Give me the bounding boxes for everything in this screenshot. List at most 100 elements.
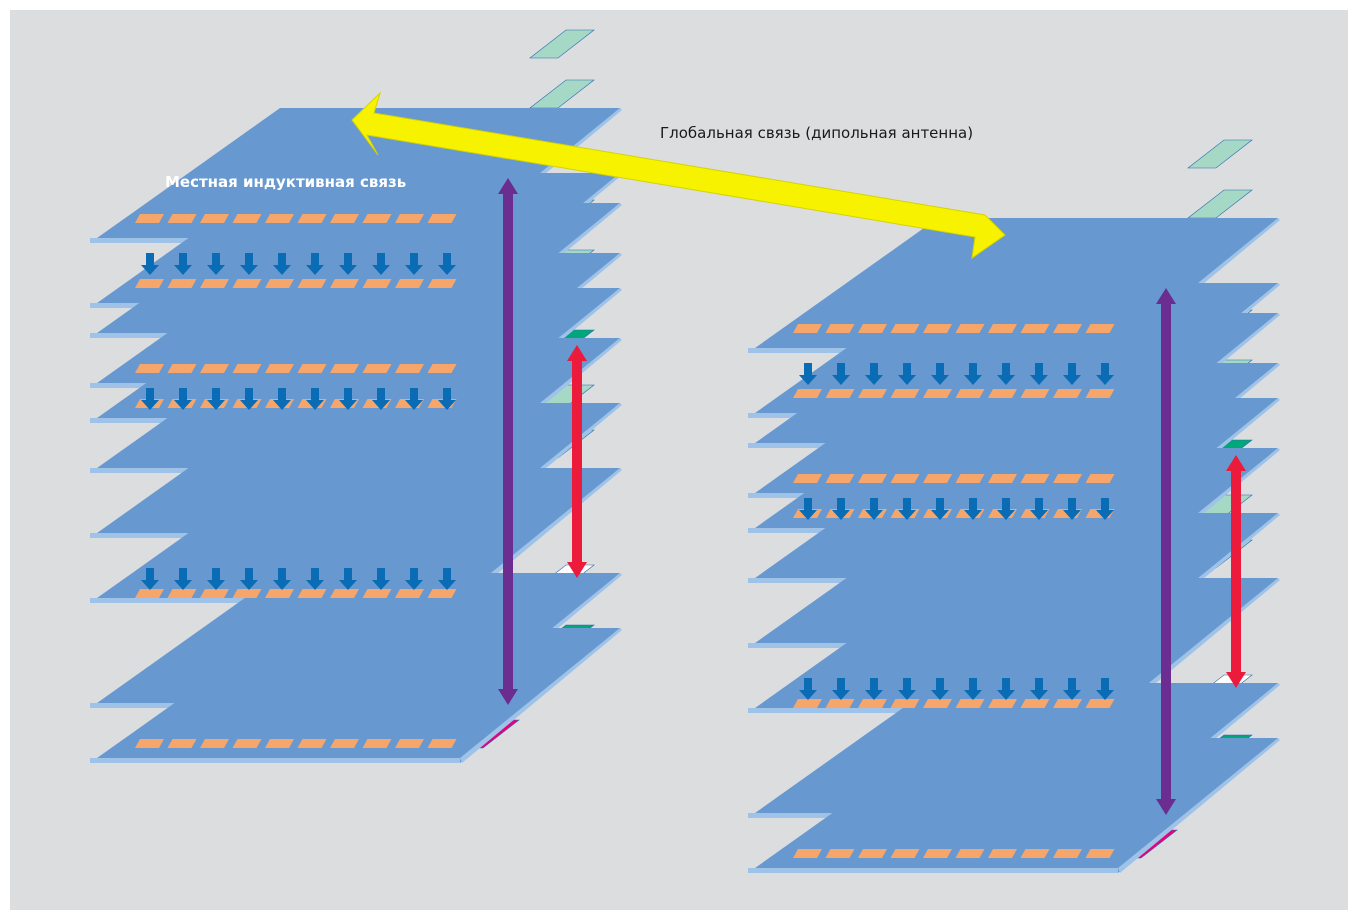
inductor-pad <box>1053 324 1082 333</box>
inductor-pad <box>955 324 985 333</box>
inductor-pad <box>330 739 359 748</box>
inductive-coupling-arrow <box>799 498 817 520</box>
inductor-pad <box>297 739 327 748</box>
inductor-pad <box>362 279 392 288</box>
purple-vertical-arrow-right-head-bottom <box>1156 799 1176 815</box>
inductor-pad <box>330 589 359 598</box>
chip-stack-right <box>748 139 1280 873</box>
inductor-pad <box>825 849 855 858</box>
inductive-coupling-arrow <box>372 253 390 275</box>
inductor-pad <box>955 474 985 483</box>
inductor-pad <box>793 389 822 398</box>
purple-vertical-arrow-head-top <box>498 178 518 194</box>
inductor-pad <box>825 389 855 398</box>
inductor-pad <box>1053 849 1082 858</box>
inductive-coupling-arrow <box>240 388 258 410</box>
inductive-coupling-arrow <box>339 253 357 275</box>
inductive-coupling-arrow <box>1030 498 1048 520</box>
inductor-pad <box>825 324 855 333</box>
inductive-coupling-arrow <box>207 253 225 275</box>
inductor-pad <box>890 849 920 858</box>
global-dipole-arrow <box>351 91 1006 260</box>
inductor-pad <box>427 739 457 748</box>
purple-vertical-arrow-right-head-top <box>1156 288 1176 304</box>
inductor-pad <box>395 214 424 223</box>
inductor-pad <box>135 364 164 373</box>
inductive-coupling-arrow <box>207 388 225 410</box>
purple-vertical-arrow-right-shaft <box>1161 302 1171 801</box>
inductor-pad <box>135 279 164 288</box>
inductor-pad <box>858 849 887 858</box>
red-vertical-arrow-shaft <box>572 359 582 564</box>
inductor-pad <box>427 589 457 598</box>
chip-plate <box>90 468 620 603</box>
inductor-pad <box>330 279 359 288</box>
inductive-coupling-arrow <box>964 498 982 520</box>
inductor-pad <box>955 849 985 858</box>
inductive-coupling-arrow <box>964 363 982 385</box>
inductive-coupling-arrow <box>865 363 883 385</box>
inductor-pad <box>427 214 457 223</box>
inductive-coupling-arrow <box>1030 363 1048 385</box>
inductor-pad <box>988 849 1017 858</box>
inductor-pad <box>265 589 294 598</box>
inductor-pad <box>923 389 952 398</box>
inductive-coupling-arrow <box>931 498 949 520</box>
inductive-coupling-arrow <box>405 253 423 275</box>
inductor-pad <box>167 739 197 748</box>
inductor-pad <box>825 699 855 708</box>
chip-plate <box>90 628 620 763</box>
inductor-pad <box>135 589 164 598</box>
chip-plate-side <box>1118 738 1280 873</box>
inductor-pad <box>1085 699 1115 708</box>
inductor-pad <box>988 474 1017 483</box>
inductor-pad <box>167 214 197 223</box>
inductor-pad <box>265 739 294 748</box>
coupling-arrows <box>351 91 1246 815</box>
inductor-pad <box>858 324 887 333</box>
inductor-pad <box>135 739 164 748</box>
inductor-pad <box>395 589 424 598</box>
inductor-pad <box>232 279 262 288</box>
local-coupling-label: Местная индуктивная связь <box>165 173 406 191</box>
inductive-coupling-arrow <box>372 388 390 410</box>
inductor-pad <box>200 279 229 288</box>
inductive-coupling-arrow <box>964 678 982 700</box>
inductive-coupling-arrow <box>997 363 1015 385</box>
inductor-pad <box>793 474 822 483</box>
inductive-coupling-arrow <box>1096 678 1114 700</box>
inductor-pad <box>362 364 392 373</box>
inductor-pad <box>1020 324 1050 333</box>
inductive-coupling-arrow <box>141 253 159 275</box>
chip-plate-edge <box>90 758 460 763</box>
inductive-coupling-arrow <box>405 388 423 410</box>
inductor-pad <box>923 699 952 708</box>
inductive-coupling-arrow <box>832 363 850 385</box>
inductive-coupling-arrow <box>997 498 1015 520</box>
inductor-pad <box>923 324 952 333</box>
inductor-pad <box>1020 849 1050 858</box>
inductor-pad <box>825 474 855 483</box>
inductive-coupling-arrow <box>799 363 817 385</box>
inductor-pad <box>858 389 887 398</box>
inductor-pad <box>890 699 920 708</box>
inductor-pad <box>330 364 359 373</box>
purple-vertical-arrow-head-bottom <box>498 689 518 705</box>
inductive-coupling-arrow <box>438 253 456 275</box>
inductive-coupling-arrow <box>865 498 883 520</box>
red-vertical-arrow-head-top <box>567 345 587 361</box>
inductive-coupling-arrow <box>141 388 159 410</box>
inductive-coupling-arrow <box>438 568 456 590</box>
inductive-coupling-arrow <box>1096 363 1114 385</box>
inductor-pad <box>167 589 197 598</box>
inductive-coupling-arrow <box>372 568 390 590</box>
inductor-pad <box>890 389 920 398</box>
inductive-coupling-arrow <box>1063 363 1081 385</box>
inductor-pad <box>200 214 229 223</box>
inductor-pad <box>200 589 229 598</box>
inductor-pad <box>1053 474 1082 483</box>
inductor-pad <box>1085 474 1115 483</box>
inductor-pad <box>1085 849 1115 858</box>
inductor-pad <box>297 279 327 288</box>
inductive-coupling-arrow <box>306 253 324 275</box>
